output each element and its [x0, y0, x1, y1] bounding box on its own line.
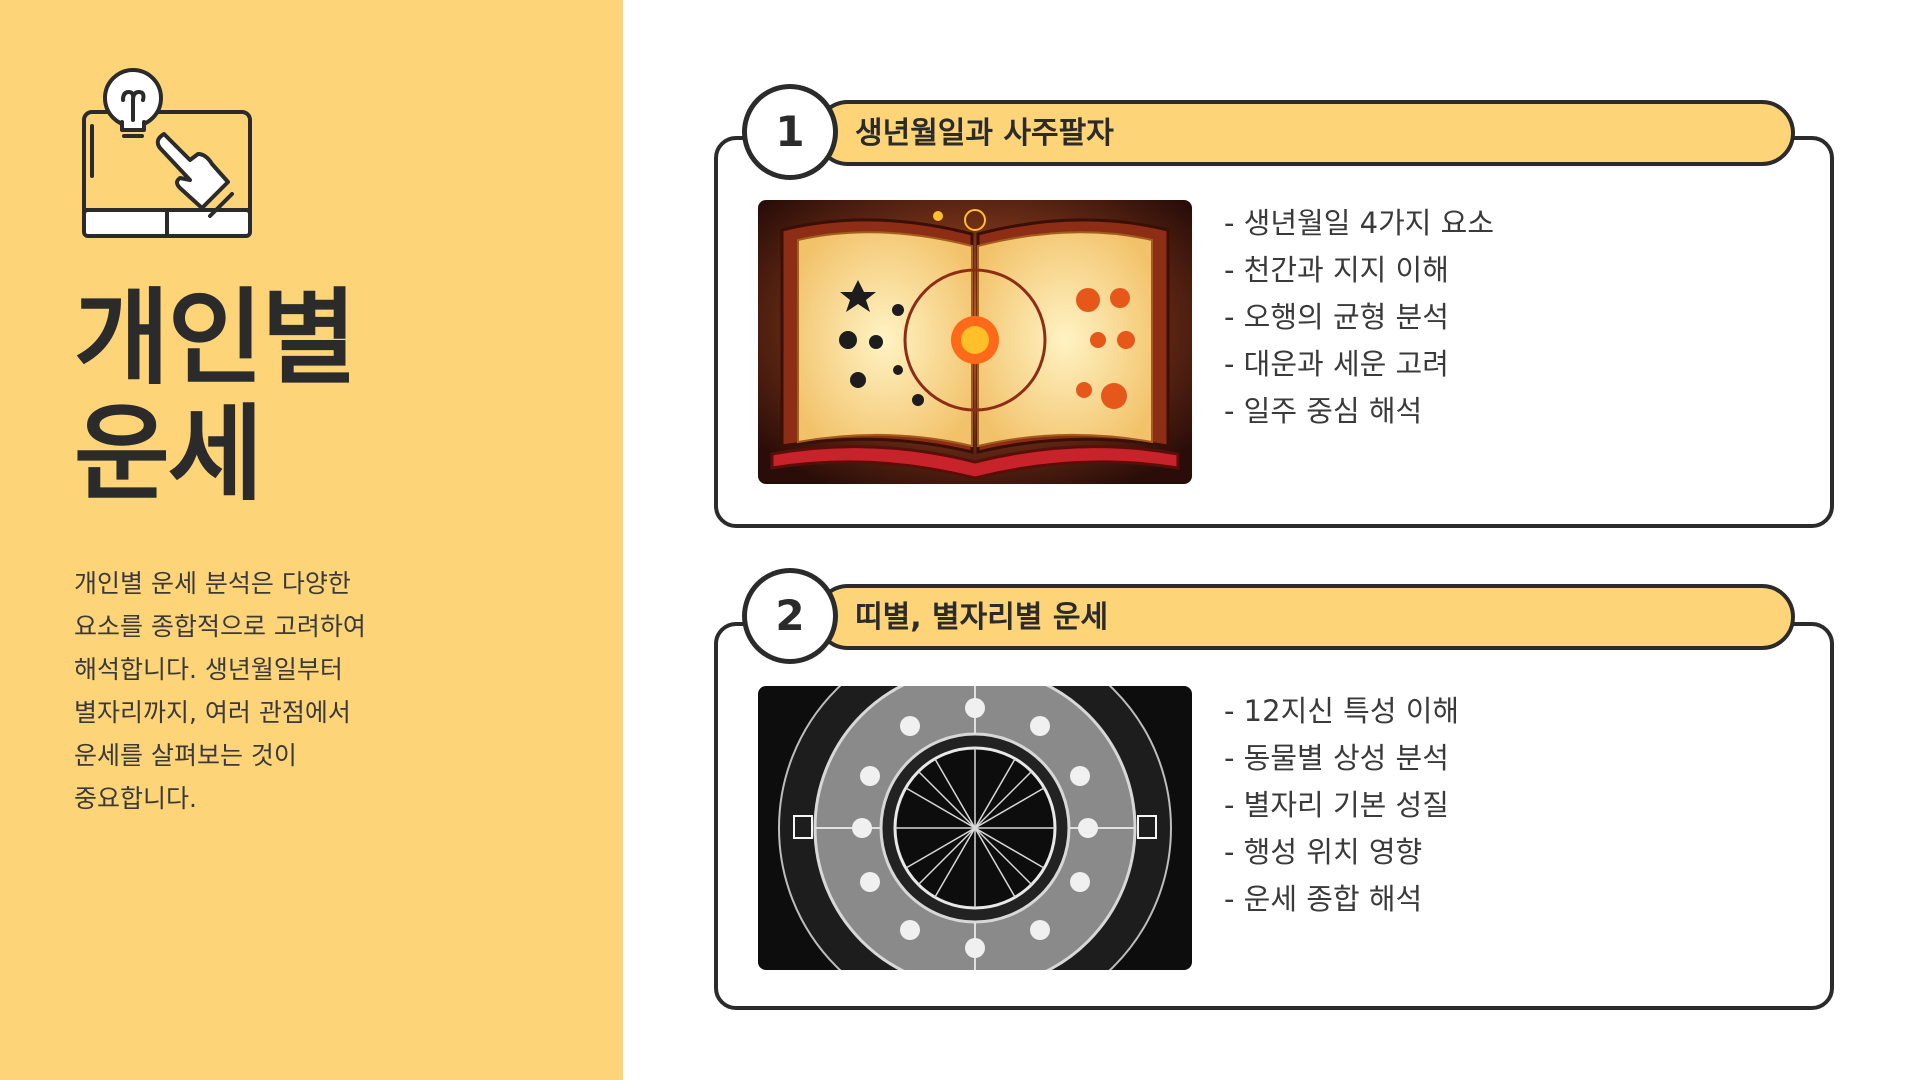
- section-banner-2: [815, 584, 1795, 650]
- section-heading-1: 생년월일과 사주팔자: [855, 116, 1114, 151]
- page-title: 개인별 운세: [74, 277, 357, 515]
- title-line-1: 개인별: [74, 277, 357, 399]
- list-item: - 행성 위치 영향: [1224, 835, 1423, 869]
- fortune-book-image: [758, 200, 1192, 484]
- zodiac-wheel-illustration-icon: [758, 686, 1192, 970]
- section-number-1: 1: [742, 84, 838, 180]
- list-item: - 운세 종합 해석: [1224, 882, 1423, 916]
- description-line: 별자리까지, 여러 관점에서: [74, 698, 351, 727]
- sidebar: 개인별 운세 개인별 운세 분석은 다양한 요소를 종합적으로 고려하여 해석합…: [0, 0, 623, 1080]
- list-item: - 오행의 균형 분석: [1224, 300, 1449, 334]
- list-item: - 동물별 상성 분석: [1224, 741, 1449, 775]
- description-line: 운세를 살펴보는 것이: [74, 741, 297, 770]
- description-line: 개인별 운세 분석은 다양한: [74, 569, 351, 598]
- section-number-2: 2: [742, 568, 838, 664]
- list-item: - 12지신 특성 이해: [1224, 694, 1460, 728]
- section-banner-1: [815, 100, 1795, 166]
- description-line: 해석합니다. 생년월일부터: [74, 655, 343, 684]
- list-item: - 일주 중심 해석: [1224, 394, 1423, 428]
- zodiac-wheel-image: [758, 686, 1192, 970]
- lightbulb-touchpad-icon: [82, 68, 252, 238]
- list-item: - 생년월일 4가지 요소: [1224, 206, 1495, 240]
- list-item: - 천간과 지지 이해: [1224, 253, 1449, 287]
- list-item: - 대운과 세운 고려: [1224, 347, 1449, 381]
- section-bullets-2: - 12지신 특성 이해 - 동물별 상성 분석 - 별자리 기본 성질 - 행…: [1224, 688, 1459, 923]
- description-line: 중요합니다.: [74, 784, 197, 813]
- section-heading-2: 띠별, 별자리별 운세: [855, 600, 1109, 635]
- list-item: - 별자리 기본 성질: [1224, 788, 1449, 822]
- title-line-2: 운세: [74, 393, 263, 515]
- fortune-book-illustration-icon: [758, 200, 1192, 484]
- section-bullets-1: - 생년월일 4가지 요소 - 천간과 지지 이해 - 오행의 균형 분석 - …: [1224, 200, 1494, 435]
- intro-description: 개인별 운세 분석은 다양한 요소를 종합적으로 고려하여 해석합니다. 생년월…: [74, 562, 414, 820]
- description-line: 요소를 종합적으로 고려하여: [74, 612, 366, 641]
